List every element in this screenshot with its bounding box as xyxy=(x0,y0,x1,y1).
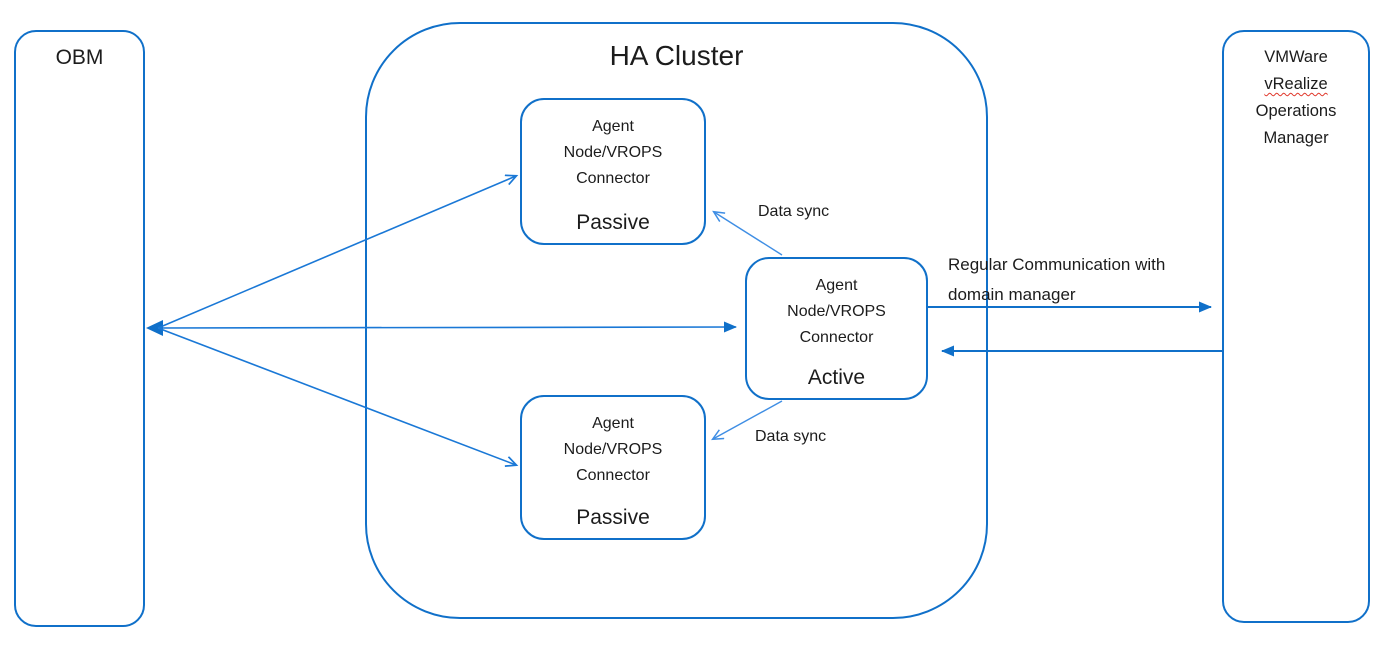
node-name-line: Node/VROPS xyxy=(563,144,663,161)
node-passive-bottom: Agent Node/VROPS Connector Passive xyxy=(520,395,706,540)
data-sync-label-top: Data sync xyxy=(758,203,830,220)
node-name-line: Agent xyxy=(592,415,634,432)
data-sync-label-bottom: Data sync xyxy=(755,428,827,445)
node-role-label: Passive xyxy=(576,211,650,234)
node-name-line: Agent xyxy=(815,277,858,294)
obm-box: OBM xyxy=(14,30,145,627)
obm-label: OBM xyxy=(55,46,104,69)
arrowhead-into-obm xyxy=(146,320,163,336)
node-passive-top: Agent Node/VROPS Connector Passive xyxy=(520,98,706,245)
vmware-label-line: Manager xyxy=(1263,129,1329,147)
vmware-label-line: VMWare xyxy=(1264,48,1328,66)
node-name-line: Node/VROPS xyxy=(787,303,886,320)
ha-cluster-title: HA Cluster xyxy=(609,40,744,71)
vmware-label-line: Operations xyxy=(1255,102,1337,120)
regular-communication-label-line1: Regular Communication with xyxy=(948,255,1166,274)
regular-communication-label: Regular Communication with domain manage… xyxy=(948,250,1165,310)
node-name-line: Node/VROPS xyxy=(563,441,663,458)
node-name-line: Connector xyxy=(576,170,650,187)
node-name-line: Connector xyxy=(576,467,650,484)
node-role-label: Passive xyxy=(576,506,650,529)
regular-communication-label-line2: domain manager xyxy=(948,285,1076,304)
node-name-line: Connector xyxy=(799,329,874,346)
vmware-box: VMWare vRealize Operations Manager xyxy=(1222,30,1370,623)
vmware-label-line-misspelled: vRealize xyxy=(1264,75,1328,93)
node-name-line: Agent xyxy=(592,118,634,135)
node-role-label: Active xyxy=(807,366,866,389)
node-active: Agent Node/VROPS Connector Active xyxy=(745,257,928,400)
